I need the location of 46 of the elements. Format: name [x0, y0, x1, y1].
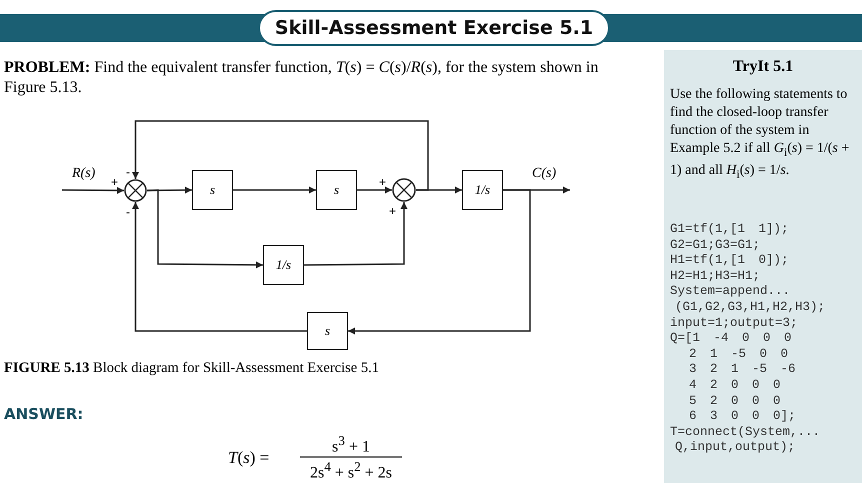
- equation-text: T(s) =: [228, 448, 270, 468]
- sign: -: [126, 166, 130, 178]
- transfer-block: 1/s: [462, 170, 503, 210]
- summing-junction: [124, 179, 147, 202]
- code-line: 5 2 0 0 0: [688, 394, 781, 410]
- arrow: [146, 189, 263, 268]
- answer-heading: ANSWER:: [4, 405, 84, 423]
- sidebar-text: Use the following statements to find the closed-loop transfer function of the system in Example 5.2 if all G$_{i}$(s) = 1/(s + 1) and all H$_{i}$(s) = 1/s.: [670, 86, 850, 183]
- code-line: Q=[1 -4 0 0 0: [670, 331, 792, 347]
- code-line: H1=tf(1,[1 0]);: [670, 253, 789, 269]
- arrow: [304, 202, 408, 266]
- transfer-block: 1/s: [263, 245, 304, 285]
- code-line: 3 2 1 -5 -6: [688, 362, 796, 378]
- code-line: T=connect(System,...: [670, 424, 820, 440]
- arrow: [132, 120, 429, 191]
- arrow: [62, 186, 124, 194]
- code-line: Q,input,output);: [674, 440, 796, 456]
- transfer-block: s: [316, 170, 357, 210]
- transfer-block: s: [192, 170, 233, 210]
- summing-junction: [392, 178, 416, 202]
- equation-denominator: 2s$^{4}$ + s$^{2}$ + 2s: [308, 459, 394, 482]
- sign: -: [126, 206, 130, 218]
- code-line: G2=G1;G3=G1;: [670, 238, 760, 254]
- equation-numerator: s$^{3}$ + 1: [331, 433, 371, 456]
- signal-label: R(s): [72, 166, 96, 182]
- sign: +: [389, 205, 396, 217]
- code-line: H2=H1;H3=H1;: [670, 268, 760, 284]
- code-line: 4 2 0 0 0: [688, 378, 781, 394]
- code-line: input=1;output=3;: [670, 316, 798, 332]
- signal-label: C(s): [532, 166, 556, 182]
- arrow: [233, 186, 316, 194]
- sign: +: [111, 176, 118, 188]
- code-line: 2 1 -5 0 0: [688, 346, 788, 362]
- code-line: System=append...: [670, 284, 790, 300]
- problem-text: PROBLEM: Find the equivalent transfer function, T(s) = C(s)/R(s), for the system shown in Figure 5.13.: [4, 58, 600, 98]
- title: Skill-Assessment Exercise 5.1: [258, 10, 610, 46]
- code-line: 6 3 0 0 0];: [688, 409, 796, 425]
- code-line: G1=tf(1,[1 1]);: [670, 222, 789, 238]
- arrow: [357, 186, 392, 194]
- figure-caption: FIGURE 5.13 Block diagram for Skill-Assessment Exercise 5.1: [4, 360, 380, 377]
- sidebar-heading: TryIt 5.1: [732, 58, 794, 76]
- sign: +: [379, 176, 386, 188]
- arrow: [348, 189, 531, 334]
- code-line: (G1,G2,G3,H1,H2,H3);: [674, 300, 826, 316]
- transfer-block: s: [307, 312, 348, 350]
- arrow: [132, 202, 307, 332]
